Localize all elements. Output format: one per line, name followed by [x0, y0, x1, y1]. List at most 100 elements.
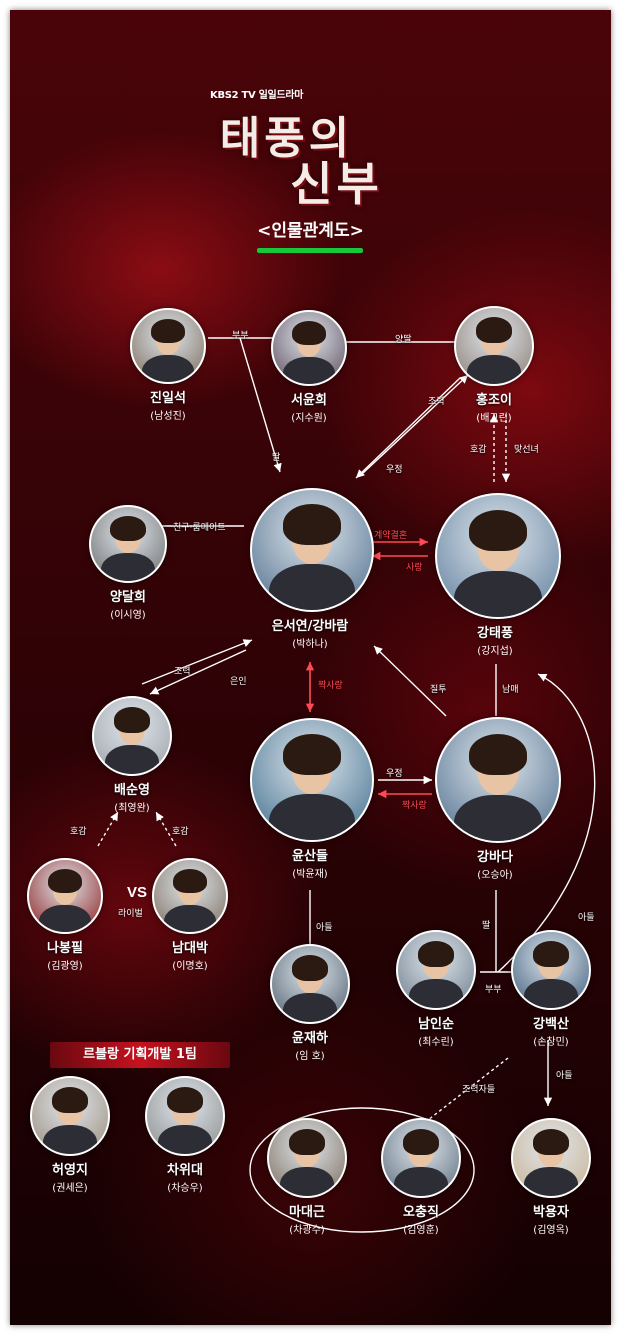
rel-adeul-right: 아들	[578, 910, 595, 923]
rel-bubu-top: 부부	[232, 328, 249, 341]
line-eunin	[150, 650, 246, 694]
rel-hogam-l: 호감	[70, 824, 87, 837]
character-node-eun: 은서연/강바람(박하나)	[250, 488, 370, 650]
character-name: 마대근	[247, 1201, 367, 1220]
character-node-na: 나봉필(김광영)	[10, 858, 125, 972]
character-avatar	[267, 1118, 347, 1198]
character-avatar	[435, 717, 561, 843]
character-actor: (강지섭)	[435, 642, 555, 657]
title-line-2: 신부	[36, 148, 611, 214]
character-actor: (임 호)	[250, 1047, 370, 1062]
character-node-oh: 오충직(김영훈)	[361, 1118, 481, 1236]
character-node-jin: 진일석(남성진)	[108, 308, 228, 422]
character-actor: (남성진)	[108, 407, 228, 422]
character-name: 진일석	[108, 387, 228, 406]
character-node-park: 박용자(김영옥)	[491, 1118, 611, 1236]
character-node-hong: 홍조이(배그린)	[434, 306, 554, 424]
character-actor: (차광수)	[247, 1221, 367, 1236]
character-name: 차위대	[125, 1159, 245, 1178]
character-node-yang: 양달희(이시영)	[68, 505, 188, 621]
rel-jjaksarang-v: 짝사랑	[318, 678, 343, 691]
rel-eunin: 은인	[230, 674, 247, 687]
rel-joryeokja: 조력자들	[462, 1082, 495, 1095]
character-node-bada: 강바다(오승아)	[435, 717, 555, 881]
character-actor: (최영완)	[72, 799, 192, 814]
character-name: 양달희	[68, 586, 188, 605]
character-name: 배순영	[72, 779, 192, 798]
rel-hogam: 호감	[470, 442, 487, 455]
rel-ujeong-mid: 우정	[386, 766, 403, 779]
character-name: 윤산들	[250, 845, 370, 864]
character-avatar	[511, 1118, 591, 1198]
character-node-jaeha: 윤재하(임 호)	[250, 944, 370, 1062]
character-actor: (이시영)	[68, 606, 188, 621]
character-node-cha: 차위대(차승우)	[125, 1076, 245, 1194]
character-avatar	[30, 1076, 110, 1156]
character-avatar	[396, 930, 476, 1010]
rel-adeul-park: 아들	[556, 1068, 573, 1081]
character-node-seo: 서윤희(지수원)	[249, 310, 369, 424]
character-actor: (차승우)	[125, 1179, 245, 1194]
rel-sarang: 사랑	[406, 560, 423, 573]
rel-ujeong-top: 우정	[386, 462, 403, 475]
character-avatar	[92, 696, 172, 776]
character-avatar	[454, 306, 534, 386]
character-actor: (최수린)	[376, 1033, 496, 1048]
character-node-namin: 남인순(최수린)	[376, 930, 496, 1048]
relationship-poster: KBS2 TV 일일드라마 태풍의 신부 <인물관계도> 부부 양딸 딸 조력 …	[10, 10, 611, 1325]
character-name: 윤재하	[250, 1027, 370, 1046]
character-actor: (김영옥)	[491, 1221, 611, 1236]
team-banner: 르블랑 기획개발 1팀	[50, 1042, 230, 1068]
subtitle: <인물관계도>	[10, 216, 611, 241]
character-node-taepung: 강태풍(강지섭)	[435, 493, 555, 657]
character-name: 은서연/강바람	[250, 615, 370, 634]
line-hogam-l	[98, 812, 118, 846]
character-avatar	[381, 1118, 461, 1198]
character-node-nam: 남대박(이명호)	[130, 858, 250, 972]
rel-namme: 남매	[502, 682, 519, 695]
rel-gyeyak: 계약결혼	[374, 528, 407, 541]
character-name: 허영지	[10, 1159, 130, 1178]
character-name: 서윤희	[249, 389, 369, 408]
character-name: 오충직	[361, 1201, 481, 1220]
character-name: 나봉필	[10, 937, 125, 956]
character-node-baeksan: 강백산(손창민)	[491, 930, 611, 1048]
character-avatar	[271, 310, 347, 386]
character-node-yoon: 윤산들(박윤재)	[250, 718, 370, 880]
character-actor: (김광영)	[10, 957, 125, 972]
character-avatar	[152, 858, 228, 934]
character-name: 강바다	[435, 846, 555, 865]
rel-jjaksarang-h: 짝사랑	[402, 798, 427, 811]
character-avatar	[130, 308, 206, 384]
character-actor: (이명호)	[130, 957, 250, 972]
character-actor: (오승아)	[435, 866, 555, 881]
character-name: 강태풍	[435, 622, 555, 641]
character-avatar	[250, 718, 374, 842]
character-actor: (손창민)	[491, 1033, 611, 1048]
channel-label: KBS2 TV 일일드라마	[210, 86, 303, 101]
rel-jowa2: 조력	[174, 664, 191, 677]
character-actor: (김영훈)	[361, 1221, 481, 1236]
character-actor: (박윤재)	[250, 865, 370, 880]
character-name: 박용자	[491, 1201, 611, 1220]
character-name: 강백산	[491, 1013, 611, 1032]
rel-yangttal: 양딸	[395, 332, 412, 345]
character-actor: (권세은)	[10, 1179, 130, 1194]
rel-hogam-r: 호감	[172, 824, 189, 837]
character-avatar	[435, 493, 561, 619]
character-avatar	[511, 930, 591, 1010]
character-avatar	[145, 1076, 225, 1156]
character-node-heo: 허영지(권세은)	[10, 1076, 130, 1194]
rel-maseonnyeo: 맞선녀	[514, 442, 539, 455]
character-actor: (배그린)	[434, 409, 554, 424]
character-avatar	[27, 858, 103, 934]
rel-adeul-yoon: 아들	[316, 920, 333, 933]
rel-ttal: 딸	[272, 450, 280, 463]
character-node-ma: 마대근(차광수)	[247, 1118, 367, 1236]
subtitle-underline	[257, 248, 363, 253]
character-actor: (박하나)	[250, 635, 370, 650]
character-name: 홍조이	[434, 389, 554, 408]
character-name: 남인순	[376, 1013, 496, 1032]
character-actor: (지수원)	[249, 409, 369, 424]
character-avatar	[270, 944, 350, 1024]
